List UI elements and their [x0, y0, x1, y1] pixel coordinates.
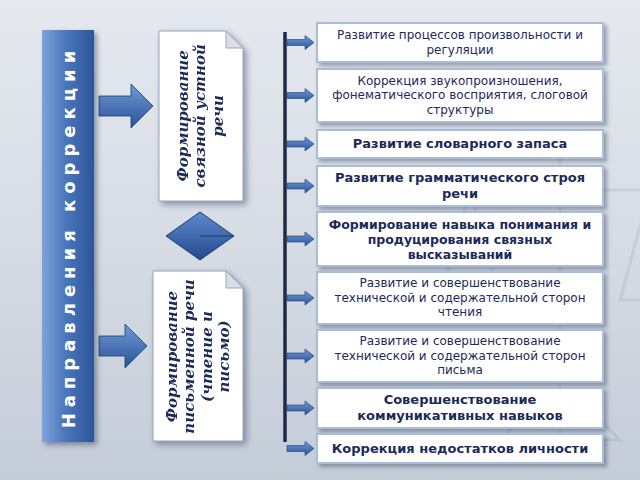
process-box: Коррекция недостатков личности	[316, 433, 604, 464]
process-box: Коррекция звукопроизношения, фонематичес…	[316, 68, 604, 123]
process-box: Формирование навыка понимания и продуцир…	[316, 211, 604, 267]
block-arrow	[99, 324, 147, 368]
block-arrow	[99, 84, 153, 128]
bus-arrow	[287, 179, 314, 193]
process-box: Развитие и совершенствование технической…	[316, 329, 604, 383]
bus-arrows	[287, 36, 314, 456]
title-band: Направления коррекции	[42, 30, 94, 442]
node-label: Совершенствование коммуникативных навыко…	[326, 392, 594, 423]
bus-arrow	[287, 89, 314, 103]
bus-arrow	[287, 442, 314, 456]
node-label: Развитие и совершенствование технической…	[326, 276, 594, 319]
node-label: Развитие и совершенствование технической…	[326, 334, 594, 377]
node-label: Коррекция недостатков личности	[332, 441, 589, 457]
document-box: Формирование связной устной речи	[158, 30, 244, 202]
process-box: Развитие процессов произвольности и регу…	[316, 22, 604, 63]
bus-arrow	[287, 137, 314, 151]
document-box: Формирование письменной речи (чтение и п…	[152, 270, 244, 442]
node-label: Формирование навыка понимания и продуцир…	[326, 217, 594, 262]
bus-line	[283, 32, 287, 442]
bus-arrow	[287, 232, 314, 246]
bus-arrow	[287, 291, 314, 305]
diamond-line	[200, 236, 234, 237]
node-label: Развитие процессов произвольности и регу…	[326, 28, 594, 57]
process-box: Развитие словарного запаса	[316, 129, 604, 159]
node-label: Формирование связной устной речи	[175, 38, 227, 194]
bus-arrow	[287, 401, 314, 415]
process-box: Совершенствование коммуникативных навыко…	[316, 387, 604, 429]
node-label: Развитие словарного запаса	[353, 136, 567, 152]
node-label: Формирование письменной речи (чтение и п…	[164, 278, 233, 434]
bus-arrow	[287, 36, 314, 50]
bus-arrow	[287, 349, 314, 363]
node-label: Развитие грамматического строя речи	[326, 170, 594, 201]
process-box: Развитие и совершенствование технической…	[316, 271, 604, 325]
process-box: Развитие грамматического строя речи	[316, 165, 604, 207]
band-title: Направления коррекции	[58, 38, 79, 434]
node-label: Коррекция звукопроизношения, фонематичес…	[326, 74, 594, 117]
link-diamond	[166, 212, 234, 260]
